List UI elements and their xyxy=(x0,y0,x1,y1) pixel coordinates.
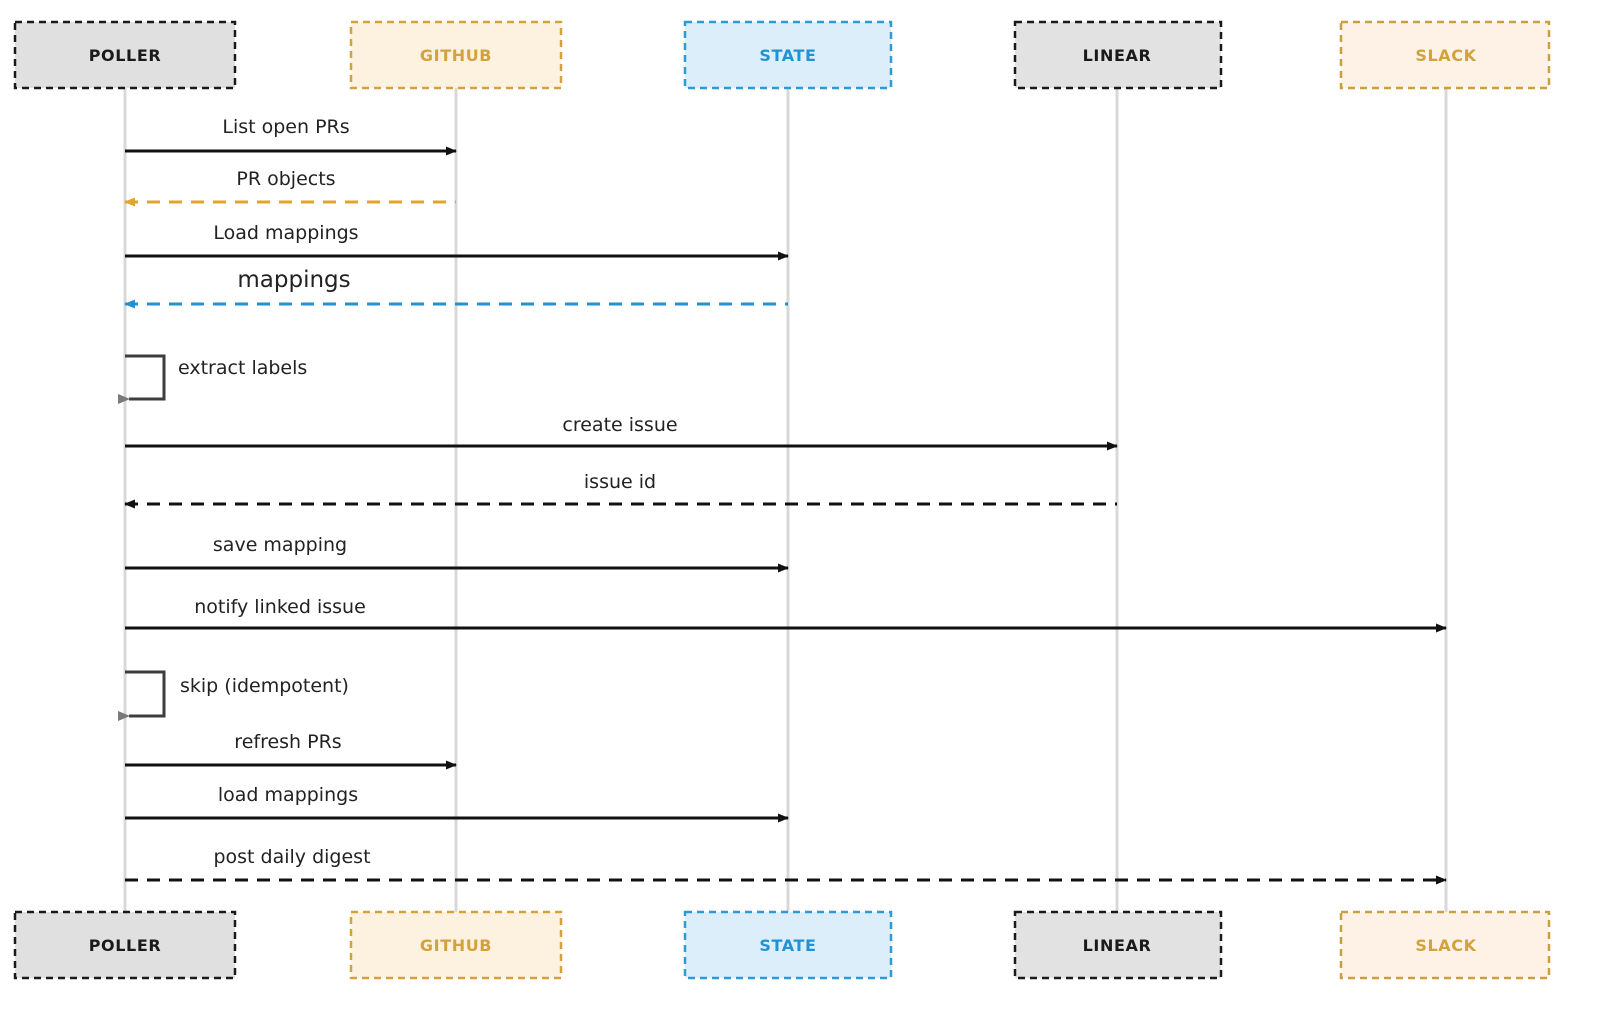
participant-box xyxy=(683,910,893,980)
participant-box xyxy=(683,20,893,90)
participant-label-github: GITHUB xyxy=(420,46,492,65)
participant-box xyxy=(1013,20,1223,90)
participant-slack-bottom[interactable]: SLACK xyxy=(1339,910,1551,980)
message-label-skip-idempotent: skip (idempotent) xyxy=(180,675,349,697)
participant-box xyxy=(1339,20,1551,90)
participant-linear-bottom[interactable]: LINEAR xyxy=(1013,910,1223,980)
participant-poller-bottom[interactable]: POLLER xyxy=(13,910,237,980)
message-notify-linked-issue[interactable]: notify linked issue xyxy=(125,596,1447,633)
participant-state-top[interactable]: STATE xyxy=(683,20,893,90)
participant-label-state: STATE xyxy=(759,936,816,955)
message-post-daily-digest[interactable]: post daily digest xyxy=(125,846,1447,885)
participant-label-github: GITHUB xyxy=(420,936,492,955)
message-label-extract-labels: extract labels xyxy=(178,357,307,379)
participant-label-slack: SLACK xyxy=(1415,936,1476,955)
participant-poller-top[interactable]: POLLER xyxy=(13,20,237,90)
self-loop-path xyxy=(118,670,166,721)
participant-box xyxy=(13,20,237,90)
message-label-list-open-prs: List open PRs xyxy=(222,116,349,138)
message-label-refresh-prs: refresh PRs xyxy=(234,731,341,753)
participant-label-linear: LINEAR xyxy=(1083,936,1152,955)
message-label-save-mapping: save mapping xyxy=(213,534,347,556)
participant-box xyxy=(13,910,237,980)
message-label-create-issue: create issue xyxy=(562,414,677,436)
message-skip-idempotent[interactable]: skip (idempotent) xyxy=(118,670,349,721)
message-label-mappings: mappings xyxy=(237,267,350,293)
message-label-load-mappings-1: Load mappings xyxy=(213,222,358,244)
message-label-notify-linked-issue: notify linked issue xyxy=(194,596,366,618)
participant-slack-top[interactable]: SLACK xyxy=(1339,20,1551,90)
participant-label-poller: POLLER xyxy=(89,46,162,65)
message-load-mappings-1[interactable]: Load mappings xyxy=(125,222,789,261)
participant-label-state: STATE xyxy=(759,46,816,65)
participant-boxes-group: POLLER POLLER GITHUB GITHUB STATE STATE LINEAR… xyxy=(13,20,1551,980)
participant-github-bottom[interactable]: GITHUB xyxy=(349,910,563,980)
message-list-open-prs[interactable]: List open PRs xyxy=(125,116,457,156)
participant-state-bottom[interactable]: STATE xyxy=(683,910,893,980)
message-create-issue[interactable]: create issue xyxy=(125,414,1118,451)
self-loop-path xyxy=(118,354,166,404)
participant-label-poller: POLLER xyxy=(89,936,162,955)
message-label-load-mappings-2: load mappings xyxy=(218,784,358,806)
participant-label-linear: LINEAR xyxy=(1083,46,1152,65)
message-issue-id[interactable]: issue id xyxy=(124,471,1117,509)
message-label-pr-objects: PR objects xyxy=(236,168,335,190)
message-label-issue-id: issue id xyxy=(584,471,656,493)
participant-box xyxy=(1013,910,1223,980)
participant-box xyxy=(1339,910,1551,980)
message-save-mapping[interactable]: save mapping xyxy=(125,534,789,573)
participant-github-top[interactable]: GITHUB xyxy=(349,20,563,90)
message-label-post-daily-digest: post daily digest xyxy=(213,846,370,868)
message-extract-labels[interactable]: extract labels xyxy=(118,354,307,404)
participant-box xyxy=(349,910,563,980)
participant-box xyxy=(349,20,563,90)
participant-label-slack: SLACK xyxy=(1415,46,1476,65)
lifelines-group xyxy=(123,88,1448,912)
message-pr-objects[interactable]: PR objects xyxy=(124,168,456,207)
participant-linear-top[interactable]: LINEAR xyxy=(1013,20,1223,90)
message-load-mappings-2[interactable]: load mappings xyxy=(125,784,789,823)
message-mappings[interactable]: mappings xyxy=(124,267,788,309)
message-refresh-prs[interactable]: refresh PRs xyxy=(125,731,457,770)
